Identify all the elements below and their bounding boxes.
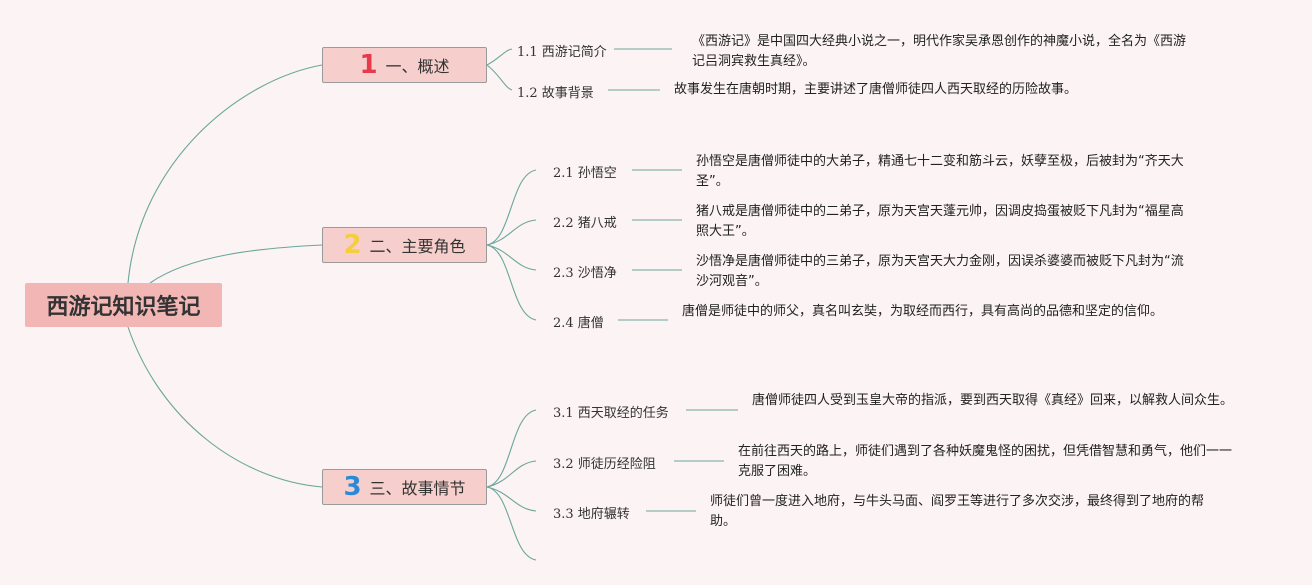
- leaf-2-3[interactable]: 2.3 沙悟净: [553, 266, 617, 281]
- leaf-2-3-desc: 沙悟净是唐僧师徒中的三弟子，原为天宫天大力金刚，因误杀婆婆而被贬下凡封为“流沙河…: [696, 254, 1184, 289]
- leaf-2-1[interactable]: 2.1 孙悟空: [553, 166, 617, 181]
- leaf-2-4-desc: 唐僧是师徒中的师父，真名叫玄奘，为取经而西行，具有高尚的品德和坚定的信仰。: [682, 304, 1164, 319]
- leaf-3-3-desc: 师徒们曾一度进入地府，与牛头马面、阎罗王等进行了多次交涉，最终得到了地府的帮助。: [710, 494, 1205, 529]
- leaf-3-2[interactable]: 3.2 师徒历经险阻: [553, 457, 656, 472]
- branch-plot[interactable]: 3 三、故事情节: [322, 469, 487, 505]
- branch-characters[interactable]: 2 二、主要角色: [322, 227, 487, 263]
- leaf-2-2[interactable]: 2.2 猪八戒: [553, 216, 617, 231]
- leaf-1-1[interactable]: 1.1 西游记简介: [517, 45, 607, 60]
- root-topic[interactable]: 西游记知识笔记: [25, 283, 222, 327]
- number-1-icon: 1: [359, 50, 378, 80]
- leaf-2-4[interactable]: 2.4 唐僧: [553, 316, 604, 331]
- leaf-1-2-desc: 故事发生在唐朝时期，主要讲述了唐僧师徒四人西天取经的历险故事。: [674, 82, 1078, 97]
- leaf-2-1-desc: 孙悟空是唐僧师徒中的大弟子，精通七十二变和筋斗云，妖孽至极，后被封为“齐天大圣”…: [696, 154, 1184, 189]
- leaf-3-1-desc: 唐僧师徒四人受到玉皇大帝的指派，要到西天取得《真经》回来，以解救人间众生。: [752, 393, 1234, 408]
- branch-overview[interactable]: 1 一、概述: [322, 47, 487, 83]
- number-2-icon: 2: [343, 230, 362, 260]
- branch-label: 二、主要角色: [369, 237, 466, 256]
- leaf-3-1[interactable]: 3.1 西天取经的任务: [553, 406, 669, 421]
- branch-label: 三、故事情节: [369, 479, 466, 498]
- leaf-2-2-desc: 猪八戒是唐僧师徒中的二弟子，原为天宫天蓬元帅，因调皮捣蛋被贬下凡封为“福星高照大…: [696, 204, 1184, 239]
- branch-label: 一、概述: [385, 57, 450, 76]
- leaf-3-2-desc: 在前往西天的路上，师徒们遇到了各种妖魔鬼怪的困扰，但凭借智慧和勇气，他们一一克服…: [738, 444, 1233, 479]
- leaf-3-3[interactable]: 3.3 地府辗转: [553, 507, 630, 522]
- number-3-icon: 3: [343, 472, 362, 502]
- root-title: 西游记知识笔记: [46, 295, 201, 320]
- leaf-1-1-desc: 《西游记》是中国四大经典小说之一，明代作家吴承恩创作的神魔小说，全名为《西游记吕…: [692, 34, 1187, 69]
- leaf-1-2[interactable]: 1.2 故事背景: [517, 86, 594, 101]
